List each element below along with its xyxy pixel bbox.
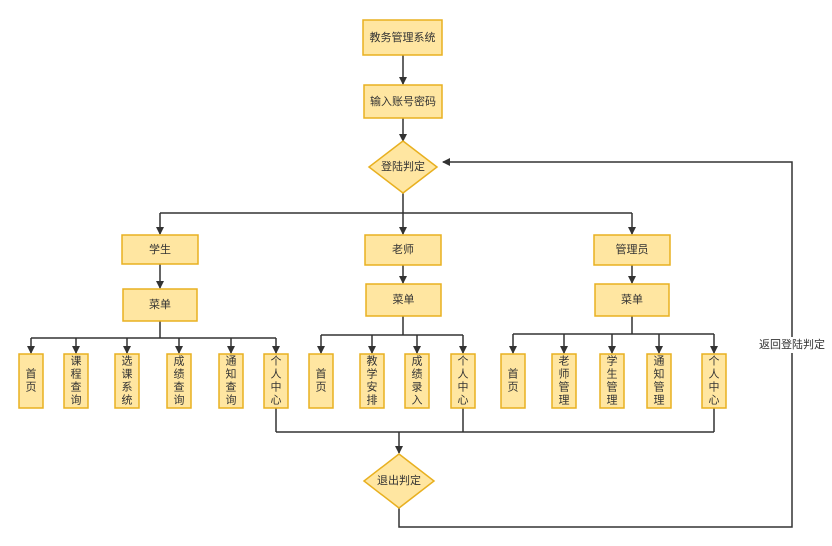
teacher-item-1: 教学安排 — [359, 353, 385, 409]
student-menu-label: 菜单 — [149, 298, 171, 311]
admin-item-label: 个人中心 — [709, 355, 720, 407]
admin-item-2: 学生管理 — [599, 353, 625, 409]
return-label-backdrop — [760, 337, 824, 353]
teacher-label: 老师 — [392, 243, 414, 256]
admin-item-box — [701, 353, 727, 409]
admin-item-label: 学生管理 — [607, 354, 618, 407]
teacher-menu-node: 菜单 — [365, 283, 442, 317]
admin-menu-items: 首页 老师管理 学生管理 通知管理 个人中心 — [500, 353, 727, 409]
admin-item-label: 老师管理 — [559, 355, 570, 407]
login-input-node: 输入账号密码 — [363, 84, 443, 119]
student-item-3: 成绩查询 — [166, 353, 192, 409]
student-item-box — [263, 353, 289, 409]
student-item-box — [166, 353, 192, 409]
connector-lines — [27, 55, 793, 528]
teacher-menu-items: 首页 教学安排 成绩录入 个人中心 — [308, 353, 476, 409]
admin-item-3: 通知管理 — [646, 353, 672, 409]
student-item-box — [18, 353, 44, 409]
teacher-menu-label: 菜单 — [393, 293, 415, 306]
student-item-label: 课程查询 — [71, 355, 82, 407]
teacher-item-box — [404, 353, 430, 409]
student-node: 学生 — [121, 234, 199, 265]
system-label: 教务管理系统 — [370, 30, 436, 44]
student-item-label: 个人中心 — [271, 355, 282, 407]
student-item-5: 个人中心 — [263, 353, 289, 409]
admin-item-box — [500, 353, 526, 409]
teacher-item-label: 首页 — [316, 367, 327, 394]
admin-item-box — [599, 353, 625, 409]
return-login-label: 返回登陆判定 — [759, 337, 825, 351]
admin-item-box — [551, 353, 577, 409]
admin-item-4: 个人中心 — [701, 353, 727, 409]
teacher-item-box — [450, 353, 476, 409]
admin-menu-label: 菜单 — [621, 293, 643, 306]
student-menu-items: 首页 课程查询 选课系统 成绩查询 通知查询 个人中心 — [18, 353, 289, 409]
student-item-label: 选课系统 — [122, 355, 133, 407]
student-item-2: 选课系统 — [114, 353, 140, 409]
system-node: 教务管理系统 — [362, 19, 443, 56]
student-item-1: 课程查询 — [63, 353, 89, 409]
logout-check-label: 退出判定 — [377, 473, 421, 487]
admin-label: 管理员 — [616, 242, 649, 256]
student-item-box — [63, 353, 89, 409]
teacher-node: 老师 — [364, 234, 442, 266]
student-item-box — [218, 353, 244, 409]
teacher-item-2: 成绩录入 — [404, 353, 430, 409]
student-item-4: 通知查询 — [218, 353, 244, 409]
login-check-label: 登陆判定 — [381, 159, 425, 173]
admin-item-box — [646, 353, 672, 409]
teacher-item-box — [308, 353, 334, 409]
teacher-item-label: 教学安排 — [367, 355, 378, 407]
student-item-label: 首页 — [26, 367, 37, 394]
login-input-label: 输入账号密码 — [370, 94, 436, 108]
admin-item-1: 老师管理 — [551, 353, 577, 409]
logout-check-diamond: 退出判定 — [362, 453, 436, 509]
student-item-0: 首页 — [18, 353, 44, 409]
admin-menu-node: 菜单 — [594, 283, 670, 317]
student-item-box — [114, 353, 140, 409]
admin-item-0: 首页 — [500, 353, 526, 409]
student-item-label: 通知查询 — [226, 355, 237, 407]
teacher-item-box — [359, 353, 385, 409]
admin-node: 管理员 — [593, 234, 671, 266]
admin-item-label: 通知管理 — [654, 355, 665, 407]
teacher-item-3: 个人中心 — [450, 353, 476, 409]
login-check-diamond: 登陆判定 — [367, 140, 439, 194]
teacher-item-label: 成绩录入 — [412, 355, 423, 407]
teacher-item-0: 首页 — [308, 353, 334, 409]
student-menu-node: 菜单 — [122, 288, 198, 322]
teacher-item-label: 个人中心 — [458, 355, 469, 407]
student-label: 学生 — [149, 242, 171, 256]
student-item-label: 成绩查询 — [174, 355, 185, 407]
admin-item-label: 首页 — [508, 367, 519, 394]
